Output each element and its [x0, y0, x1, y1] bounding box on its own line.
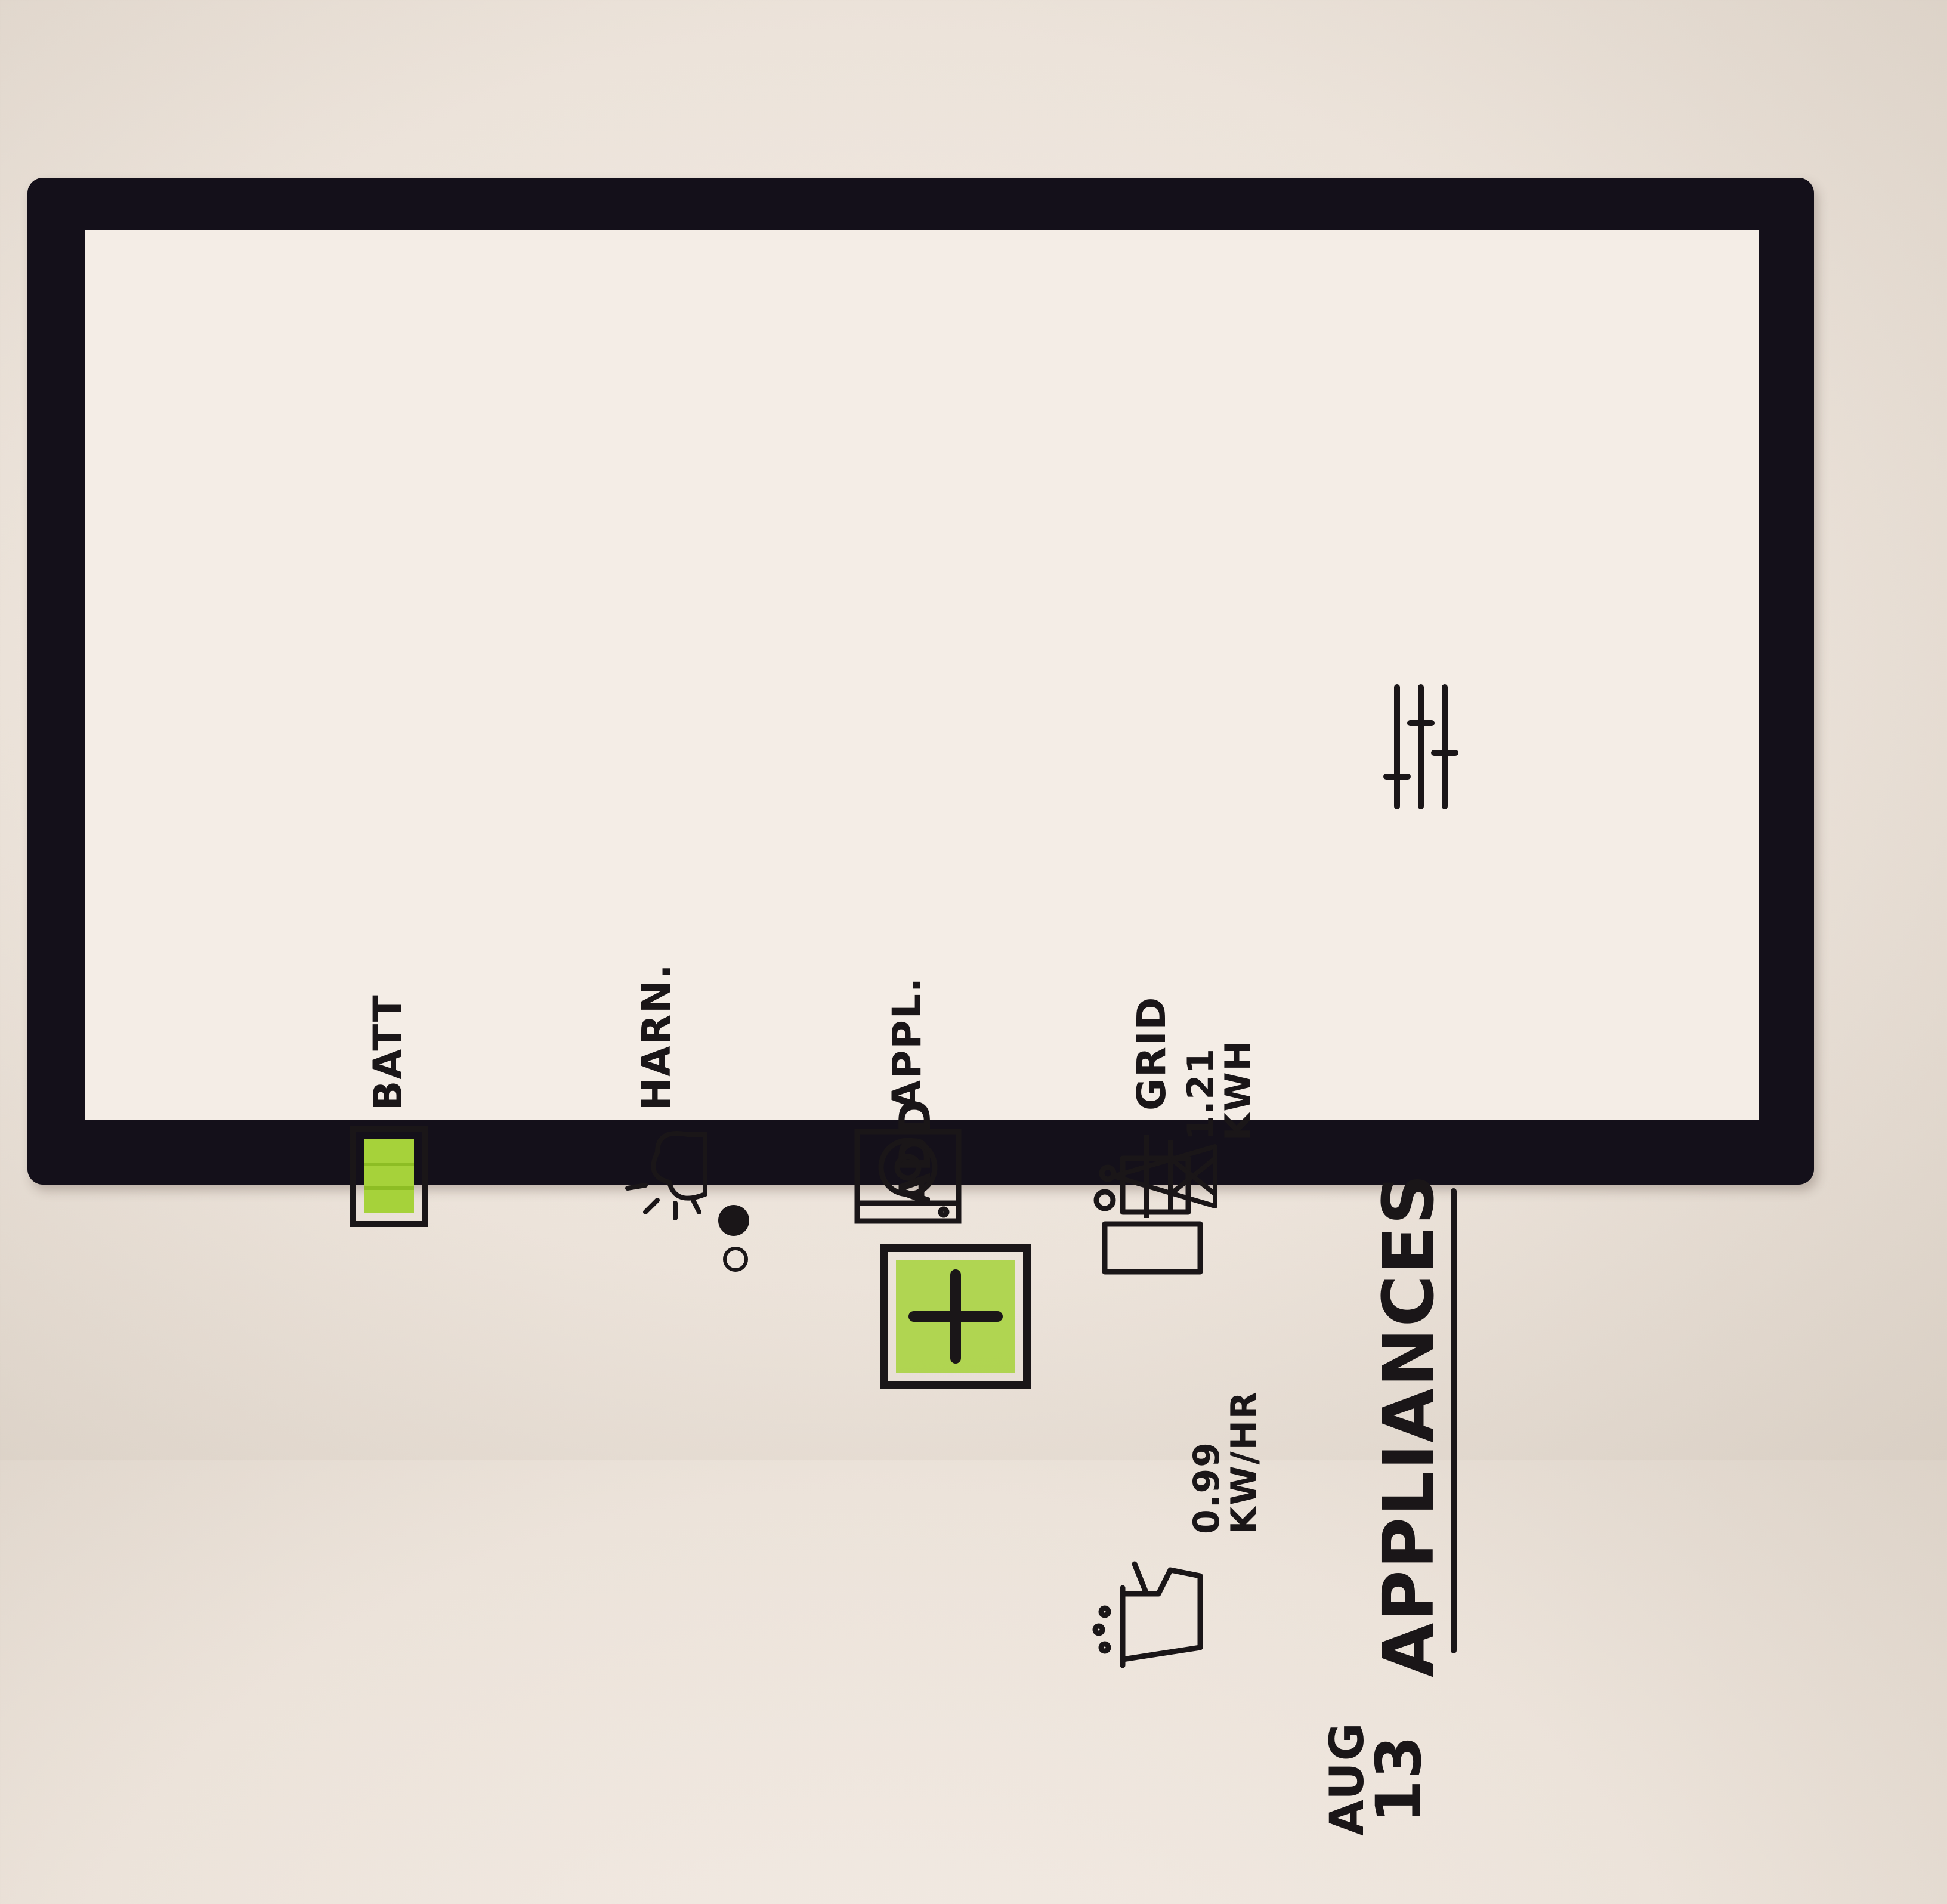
kettle-consumption-unit: KW/HR — [1223, 1390, 1265, 1534]
nav-label-appl: APPL. — [884, 976, 930, 1111]
app-content: AUG 13 APPLIANCES — [85, 684, 1759, 1904]
nav-item-appl[interactable]: APPL. — [806, 976, 1045, 1230]
date-day: 13 — [1362, 1734, 1436, 1823]
kettle-icon — [1092, 1561, 1203, 1668]
nav-item-batt[interactable]: BATT — [311, 994, 466, 1230]
add-button[interactable] — [878, 1242, 1033, 1391]
plus-icon — [908, 1269, 1003, 1364]
sun-cloud-icon — [625, 1131, 707, 1220]
filter-icon[interactable] — [1373, 675, 1469, 818]
phone-screen: AUG 13 APPLIANCES — [85, 230, 1759, 1836]
title-underline — [1451, 1188, 1457, 1653]
power-tower-icon — [1111, 1135, 1217, 1218]
battery-icon — [350, 1126, 428, 1227]
nav-item-harn[interactable]: HARN. — [574, 963, 789, 1230]
date-display: AUG 13 — [1321, 1719, 1436, 1838]
nav-label-harn: HARN. — [633, 963, 679, 1111]
date-month: AUG — [1321, 1721, 1374, 1836]
washing-machine-icon — [854, 1129, 962, 1224]
nav-item-grid[interactable]: GRID — [1069, 996, 1284, 1230]
nav-label-batt: BATT — [365, 994, 411, 1111]
kettle-consumption-value: 0.99 — [1186, 1441, 1228, 1534]
nav-label-grid: GRID — [1129, 996, 1175, 1111]
page-title: APPLIANCES — [1367, 1173, 1450, 1677]
device-card-kettle[interactable]: 0.99 KW/HR — [1069, 1390, 1355, 1683]
page-dot-1[interactable] — [723, 1247, 748, 1272]
